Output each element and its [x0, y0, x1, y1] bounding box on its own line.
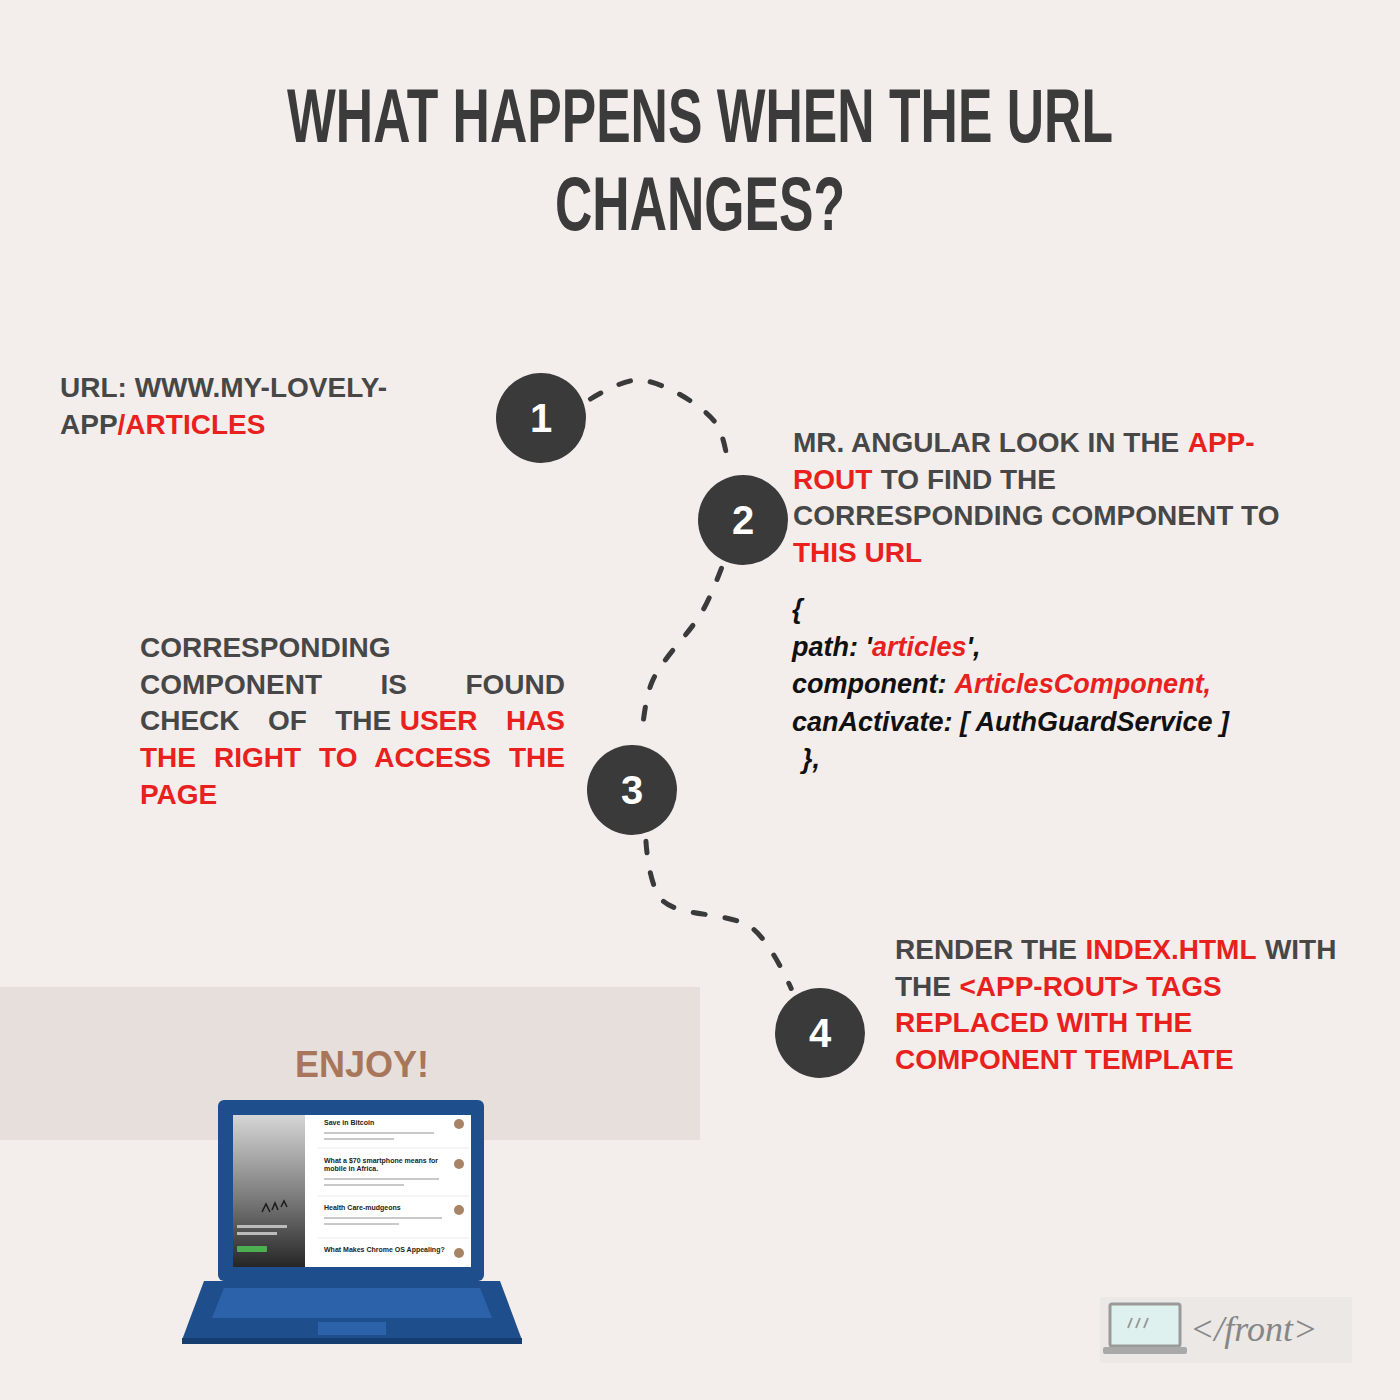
step-number-circle: 2	[698, 475, 788, 565]
logo	[1100, 1297, 1352, 1363]
step-number-circle: 4	[775, 988, 865, 1078]
step-number: 3	[621, 767, 643, 813]
screen-photo	[233, 1115, 305, 1267]
dashed-connector	[590, 380, 728, 469]
highlight-text: INDEX.HTML	[1085, 934, 1256, 965]
title: WHAT HAPPENS WHEN THE URL CHANGES?	[287, 73, 1113, 246]
step-number: 2	[732, 497, 754, 543]
label-text: What a $70 smartphone means for mobile i…	[324, 1157, 438, 1172]
laptop-keyboard	[212, 1288, 492, 1318]
label-text: MR. ANGULAR LOOK IN THE	[793, 427, 1179, 458]
label-text: {	[792, 594, 803, 624]
screen-dividers	[318, 1148, 470, 1238]
hikers	[262, 1201, 287, 1212]
step-number-circle: 1	[496, 373, 586, 463]
screen-line	[237, 1232, 277, 1235]
enjoy-label: ENJOY!	[262, 1043, 462, 1087]
screen-headline: Save in Bitcoin	[324, 1119, 449, 1127]
title-block: WHAT HAPPENS WHEN THE URL CHANGES?	[258, 72, 1142, 248]
laptop-illustration	[182, 1100, 522, 1344]
code-line: component: ArticlesComponent,	[792, 666, 1372, 703]
code-line: {	[792, 591, 1372, 628]
code-line: },	[802, 741, 1002, 778]
dashed-connector	[642, 568, 722, 737]
logo-laptop-screen	[1110, 1304, 1180, 1346]
highlight-text: THIS URL	[793, 537, 922, 568]
logo-slashes	[1128, 1318, 1148, 1328]
screen-headline: What a $70 smartphone means for mobile i…	[324, 1157, 446, 1173]
logo-text: </front>	[1190, 1307, 1348, 1351]
logo-ground	[1100, 1297, 1352, 1363]
label-text: },	[802, 744, 820, 774]
laptop-screen	[233, 1115, 471, 1267]
laptop-base	[182, 1281, 522, 1340]
laptop-trackpad	[318, 1322, 386, 1335]
step-number: 4	[809, 1010, 831, 1056]
screen-button	[237, 1246, 267, 1252]
label-text: </front>	[1190, 1309, 1317, 1349]
label-text: canActivate: [ AuthGuardService ]	[792, 707, 1229, 737]
label-text: RENDER THE	[895, 934, 1077, 965]
label-text: Health Care-mudgeons	[324, 1204, 401, 1211]
label-text: What Makes Chrome OS Appealing?	[324, 1246, 445, 1253]
step-number: 1	[530, 395, 552, 441]
screen-placeholder-lines	[324, 1132, 442, 1225]
screen-avatars	[454, 1119, 464, 1258]
screen-line	[237, 1225, 287, 1228]
step-text: CORRESPONDING COMPONENT IS FOUND CHECK O…	[140, 630, 565, 814]
code-line: path: 'articles',	[792, 629, 1372, 666]
label-text: component:	[792, 669, 947, 699]
label-text: ENJOY!	[295, 1044, 429, 1085]
label-text: ',	[966, 632, 980, 662]
label-text: path: '	[792, 632, 872, 662]
highlight-text: /ARTICLES	[118, 409, 266, 440]
logo-laptop-base	[1103, 1347, 1187, 1354]
highlight-text: articles	[872, 632, 967, 662]
step-text: RENDER THEINDEX.HTMLWITH THE<APP-ROUT> T…	[895, 932, 1375, 1079]
laptop-edge	[182, 1338, 522, 1344]
step-text: MR. ANGULAR LOOK IN THEAPP-ROUTTO FIND T…	[793, 425, 1313, 572]
step-text: URL: WWW.MY-LOVELY-APP/ARTICLES	[60, 370, 440, 443]
step-number-circle: 3	[587, 745, 677, 835]
dashed-connector	[646, 841, 791, 988]
label-text: Save in Bitcoin	[324, 1119, 374, 1126]
screen-headline: Health Care-mudgeons	[324, 1204, 449, 1212]
laptop-lid	[218, 1100, 484, 1281]
code-line: canActivate: [ AuthGuardService ]	[792, 704, 1372, 741]
highlight-text: ArticlesComponent,	[955, 669, 1212, 699]
screen-headline: What Makes Chrome OS Appealing?	[324, 1246, 454, 1254]
